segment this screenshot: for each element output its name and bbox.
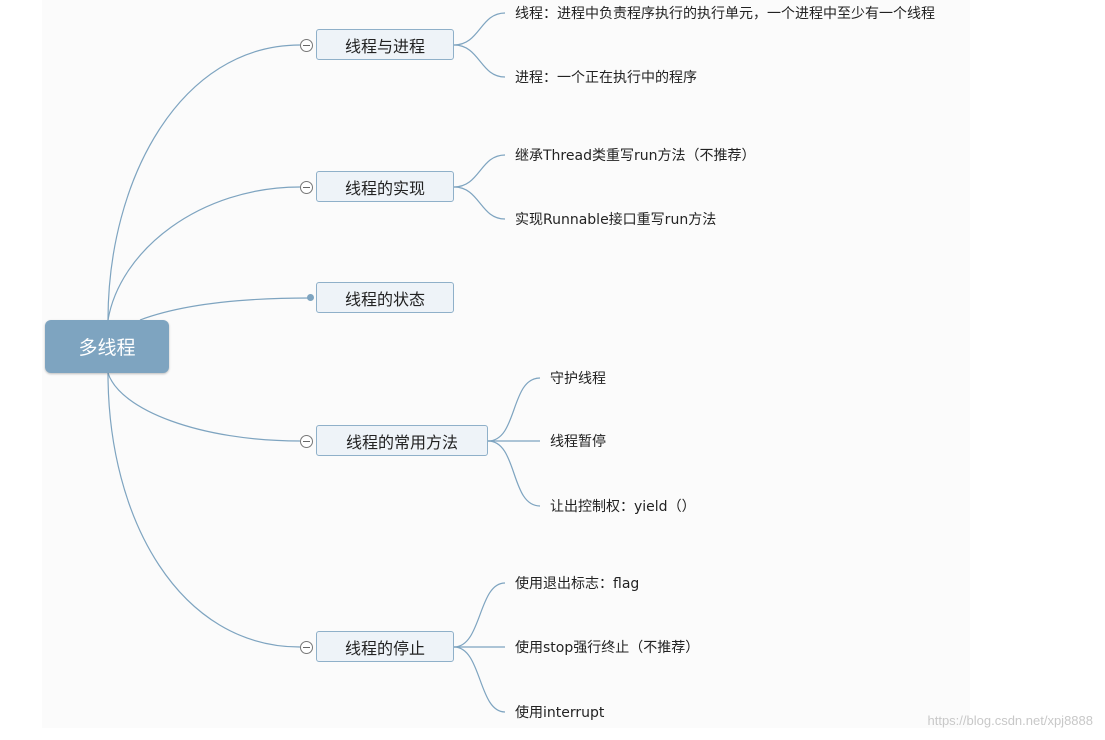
subtopic-2-2[interactable]: 实现Runnable接口重写run方法 [515, 212, 717, 228]
watermark: https://blog.csdn.net/xpj8888 [927, 713, 1093, 728]
topic-node-5[interactable]: 线程的停止 [316, 631, 454, 662]
topic-node-1[interactable]: 线程与进程 [316, 29, 454, 60]
topic-node-4[interactable]: 线程的常用方法 [316, 425, 488, 456]
root-link-5 [107, 372, 301, 648]
collapse-icon[interactable] [300, 435, 313, 448]
t1-link-b [453, 44, 506, 78]
t2-link-a [453, 154, 506, 188]
subtopic-5-3[interactable]: 使用interrupt [515, 705, 605, 721]
root-link-3 [139, 297, 311, 321]
t5-link-a [453, 582, 506, 648]
subtopic-4-1[interactable]: 守护线程 [550, 371, 606, 387]
t5-link-c [453, 646, 506, 713]
topic-label: 线程的实现 [344, 178, 425, 198]
root-link-2 [107, 186, 301, 321]
collapse-icon[interactable] [300, 181, 313, 194]
topic-node-3[interactable]: 线程的状态 [316, 282, 454, 313]
subtopic-4-3[interactable]: 让出控制权：yield（） [550, 499, 696, 515]
subtopic-5-1[interactable]: 使用退出标志：flag [515, 576, 640, 592]
root-node[interactable]: 多线程 [45, 320, 169, 373]
mindmap-canvas [42, 0, 970, 728]
root-label: 多线程 [78, 337, 136, 359]
root-link-4 [107, 372, 301, 442]
topic-label: 线程的常用方法 [345, 432, 458, 452]
subtopic-4-2[interactable]: 线程暂停 [550, 434, 606, 450]
t2-link-b [453, 186, 506, 220]
topic-label: 线程与进程 [344, 36, 425, 56]
topic-label: 线程的状态 [344, 289, 425, 309]
collapse-icon[interactable] [300, 641, 313, 654]
t4-link-c [487, 440, 541, 507]
topic-label: 线程的停止 [344, 638, 425, 658]
t1-link-a [453, 12, 506, 46]
subtopic-1-2[interactable]: 进程：一个正在执行中的程序 [515, 70, 697, 86]
collapse-icon[interactable] [300, 39, 313, 52]
topic-node-2[interactable]: 线程的实现 [316, 171, 454, 202]
t4-link-a [487, 377, 541, 442]
subtopic-5-2[interactable]: 使用stop强行终止（不推荐） [515, 640, 700, 656]
root-link-1 [107, 44, 301, 321]
subtopic-1-1[interactable]: 线程：进程中负责程序执行的执行单元，一个进程中至少有一个线程 [515, 6, 935, 22]
subtopic-2-1[interactable]: 继承Thread类重写run方法（不推荐） [515, 148, 756, 164]
expand-dot-icon[interactable] [307, 294, 314, 301]
